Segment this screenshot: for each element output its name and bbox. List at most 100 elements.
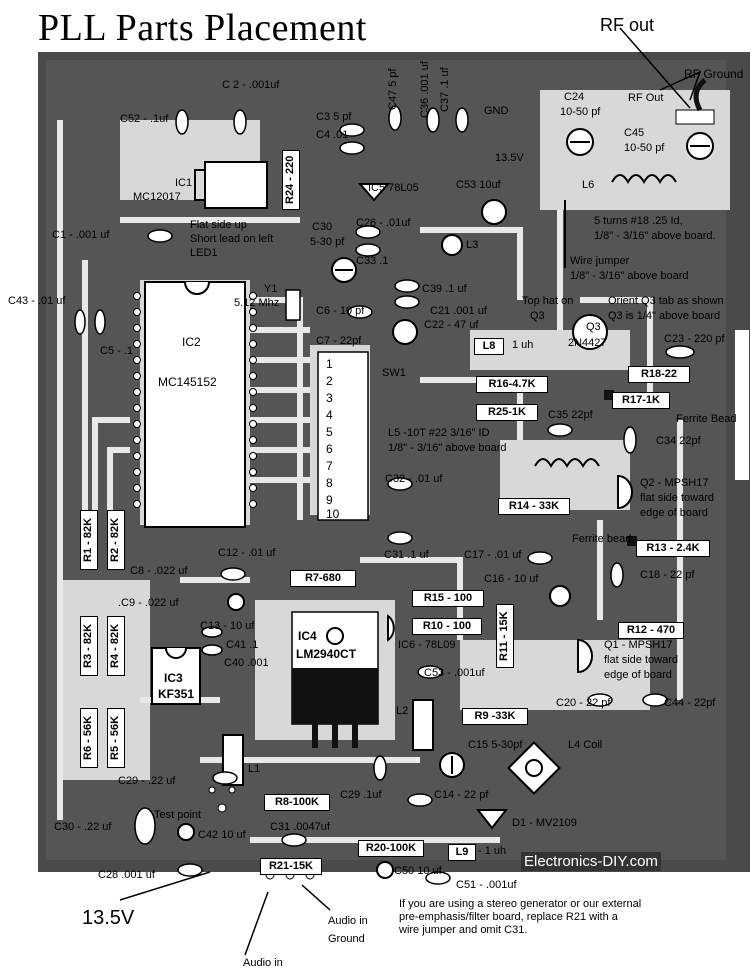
c24-label: C24 [564,91,585,103]
r2: R2 - 82K [107,510,125,570]
c18-label: C18 - 22 pf [640,569,695,581]
r3: R3 - 82K [80,616,98,676]
q1-label-1: Q1 - MPSH17 [604,639,673,651]
ic2-part: MC145152 [158,375,217,389]
c43-label: C43 - .01 uf [8,295,66,307]
ferrite-bead-1: Ferrite Bead [676,413,737,425]
audio-in-ground-1: Audio in [328,915,368,927]
c47-label: C47 5 pf [387,68,399,110]
c12-label: C12 - .01 uf [218,547,276,559]
y1-label: Y1 [264,283,278,295]
l3-label: L3 [466,239,479,251]
c50-label: C50 10 uf [394,865,442,877]
l9-value: - 1 uh [478,845,507,857]
c53-top-label: C53 10uf [456,179,501,191]
top-hat-2: Q3 [530,310,545,322]
coils [534,174,677,469]
c31b-label: C31 .0047uf [270,821,330,833]
c40-label: C40 .001 [224,657,269,669]
q3-part: 2N4427 [568,337,607,349]
sw1-pos-3: 3 [326,391,333,405]
stereo-note-line-3: wire jumper and omit C31. [399,924,528,936]
ic2-pins [133,292,257,508]
sw1-body [317,351,369,521]
c26-label: C26 - .01uf [356,217,411,229]
r11: R11 - 15K [496,604,514,668]
c33-label: C33 .1 [356,255,389,267]
supply-board-label: 13.5V [495,152,524,164]
c29b-label: C29 .1uf [340,789,382,801]
c1-label: C1 - .001 uf [52,229,110,241]
arrows [119,27,702,956]
sw1-pos-9: 9 [326,493,333,507]
c4-label: C4 .01 [316,129,349,141]
gnd-label: GND [484,105,509,117]
l8-value: 1 uh [512,339,534,351]
l2-label: L2 [396,705,409,717]
l1-label: L1 [248,763,261,775]
r15: R15 - 100 [412,590,484,607]
ic1-body [204,161,268,209]
r12: R12 - 470 [618,622,684,639]
c14-label: C14 - 22 pf [434,789,489,801]
r25: R25-1K [476,404,538,421]
c30a-label: C30 [312,221,333,233]
c5-label: C5 - .1 [100,345,134,357]
c31a-label: C31 .1 uf [384,549,429,561]
rf-ground-label: RF Ground [684,67,744,81]
rf-ground-braid [675,109,715,125]
c39-label: C39 .1 uf [422,283,467,295]
ic1-note-2: Short lead on left [190,233,274,245]
ic2-notch [184,281,210,295]
audio-in-label: Audio in [243,957,283,969]
ic3-part: KF351 [158,687,195,701]
q1-label-2: flat side toward [604,654,678,666]
ic2-label: IC2 [182,335,201,349]
transistors [357,183,633,830]
l6-label: L6 [582,179,595,191]
rf-out-label: RF Out [628,92,664,104]
c45-value: 10-50 pf [624,142,665,154]
sw1-pos-4: 4 [326,408,333,422]
c51-label: C51 - .001uf [456,879,517,891]
q2-label-3: edge of board [640,507,708,519]
trimmer-caps [331,128,714,778]
r4: R4 - 82K [107,616,125,676]
c37-label: C37 .1 uf [439,67,451,112]
stereo-note-line-2: pre-emphasis/filter board, replace R21 w… [399,911,618,923]
y1-freq: 5.12 Mhz [234,297,280,309]
q2-label-1: Q2 - MPSH17 [640,477,709,489]
c17-label: C17 - .01 uf [464,549,522,561]
c52-label: C52 - .1uf [120,113,169,125]
ic1-label: IC1 [175,177,193,189]
c42-label: C42 10 uf [198,829,246,841]
ic1-note-3: LED1 [190,247,218,259]
c8-label: C8 - .022 uf [130,565,188,577]
sw1-label: SW1 [382,367,406,379]
l5-note-2: 1/8" - 3/16" above board [388,442,507,454]
sw1-pos-5: 5 [326,425,333,439]
c13-label: C13 - 10 uf [200,620,255,632]
c45-label: C45 [624,127,645,139]
stereo-note-line-1: If you are using a stereo generator or o… [399,898,642,910]
ic3-label: IC3 [164,671,183,685]
c16-label: C16 - 10 uf [484,573,539,585]
q1-label-3: edge of board [604,669,672,681]
c28-label: C28 .001 uf [98,869,155,881]
c3-label: C3 5 pf [316,111,352,123]
ic1-note-1: Flat side up [190,219,247,231]
sw1-pos-8: 8 [326,476,333,490]
q3-label: Q3 [586,321,601,333]
ic6-label: IC6 - 78L09 [398,639,456,651]
r20: R20-100K [358,840,424,857]
r6: R6 - 56K [80,708,98,768]
c22-label: C22 - 47 uf [424,319,479,331]
rf-out-heading: RF out [600,15,655,35]
stereo-note: If you are using a stereo generator or o… [399,898,641,937]
crystal-y1 [285,289,301,321]
website-watermark: Electronics-DIY.com [521,852,661,871]
c53b-label: C53 - .001uf [424,667,485,679]
orient-q3-1: Orient Q3 tab as shown [608,295,724,307]
r8: R8-100K [264,794,330,811]
r13: R13 - 2.4K [636,540,710,557]
